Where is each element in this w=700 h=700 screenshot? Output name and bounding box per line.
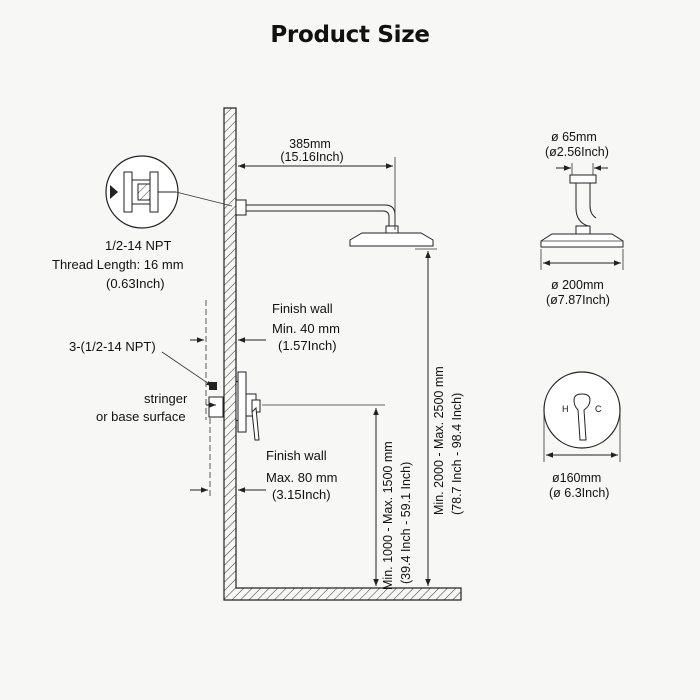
shower-arm [235, 199, 399, 234]
finish-wall-min-dimension [190, 300, 266, 420]
trim-plate [543, 371, 621, 462]
head-height-inch: (78.7 Inch - 98.4 Inch) [450, 393, 464, 515]
head-diameter-mm: ø 200mm [551, 278, 604, 292]
valve-height-mm: Min. 1000 - Max. 1500 mm [381, 441, 395, 590]
stringer-label: stringer [144, 391, 188, 406]
thread-spec: 1/2-14 NPT [105, 238, 172, 253]
thread-detail [105, 155, 233, 229]
valve-assembly [208, 371, 261, 441]
finish-wall-label-2: Finish wall [266, 448, 327, 463]
finish-wall-max-dimension [190, 418, 266, 496]
base-surface-label: or base surface [96, 409, 186, 424]
wall-section [223, 107, 462, 601]
trim-diameter-inch: (ø 6.3Inch) [549, 486, 609, 500]
flange-diameter-mm: ø 65mm [551, 130, 597, 144]
head-height-mm: Min. 2000 - Max. 2500 mm [432, 366, 446, 515]
head-diameter-inch: (ø7.87Inch) [546, 293, 610, 307]
cold-indicator: C [595, 404, 602, 414]
finish-wall-max-inch: (3.15Inch) [272, 487, 331, 502]
valve-thread-spec: 3-(1/2-14 NPT) [69, 339, 156, 354]
finish-wall-label: Finish wall [272, 301, 333, 316]
arm-length-mm: 385mm [289, 137, 331, 151]
finish-wall-min: Min. 40 mm [272, 321, 340, 336]
flange-diameter-inch: (ø2.56Inch) [545, 145, 609, 159]
hot-indicator: H [562, 404, 569, 414]
trim-diameter-mm: ø160mm [552, 471, 601, 485]
valve-height-inch: (39.4 Inch - 59.1 Inch) [399, 462, 413, 584]
valve-thread-leader [161, 351, 213, 387]
shower-head-side [349, 232, 434, 247]
head-height-dimension [415, 248, 437, 586]
thread-length: Thread Length: 16 mm [52, 257, 184, 272]
valve-height-dimension [262, 404, 385, 586]
finish-wall-max: Max. 80 mm [266, 470, 338, 485]
page-title: Product Size [270, 22, 430, 48]
arm-length-inch: (15.16Inch) [280, 150, 343, 164]
shower-head-front [540, 174, 624, 270]
arm-length-dimension [235, 137, 396, 230]
finish-wall-min-inch: (1.57Inch) [278, 338, 337, 353]
thread-length-inch: (0.63Inch) [106, 276, 165, 291]
